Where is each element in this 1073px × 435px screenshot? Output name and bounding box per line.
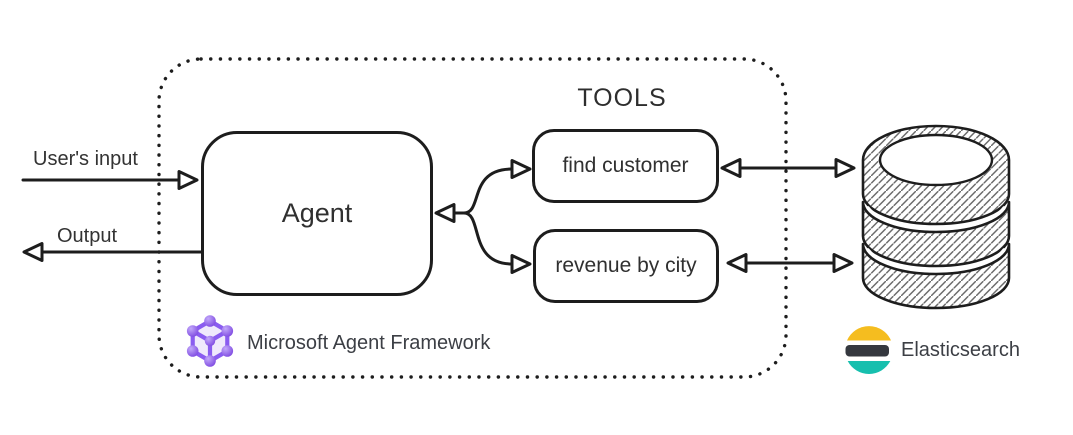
output-label: Output	[57, 225, 118, 247]
tool-node-find-customer: find customer	[532, 129, 719, 203]
find-customer-db-arrow	[720, 158, 856, 178]
revenue-db-arrow	[726, 253, 854, 273]
tools-section-header: TOOLS	[577, 84, 667, 112]
arrowhead-icon	[177, 170, 199, 190]
arrowhead-icon	[720, 158, 742, 178]
arrowhead-icon	[22, 242, 44, 262]
agent-node-label: Agent	[281, 198, 353, 228]
user-input-arrow	[21, 170, 199, 190]
agent-node: Agent	[201, 131, 433, 296]
datastore-label: Elasticsearch	[901, 339, 1020, 361]
framework-label: Microsoft Agent Framework	[247, 332, 491, 354]
tool-node-label: revenue by city	[555, 254, 697, 277]
tool-node-revenue-by-city: revenue by city	[533, 229, 719, 303]
database-cylinder-sketch-icon	[861, 124, 1011, 310]
arrowhead-icon	[434, 203, 456, 223]
arrowhead-icon	[832, 253, 854, 273]
arrowhead-icon	[726, 253, 748, 273]
arrowhead-icon	[510, 159, 532, 179]
agent-tools-connector	[434, 159, 532, 274]
arrowhead-icon	[834, 158, 856, 178]
arrowhead-icon	[510, 254, 532, 274]
agent-framework-hexagon-icon	[186, 315, 234, 367]
elasticsearch-logo-icon	[845, 326, 891, 374]
user-input-label: User's input	[33, 148, 138, 170]
tool-node-label: find customer	[562, 154, 689, 177]
